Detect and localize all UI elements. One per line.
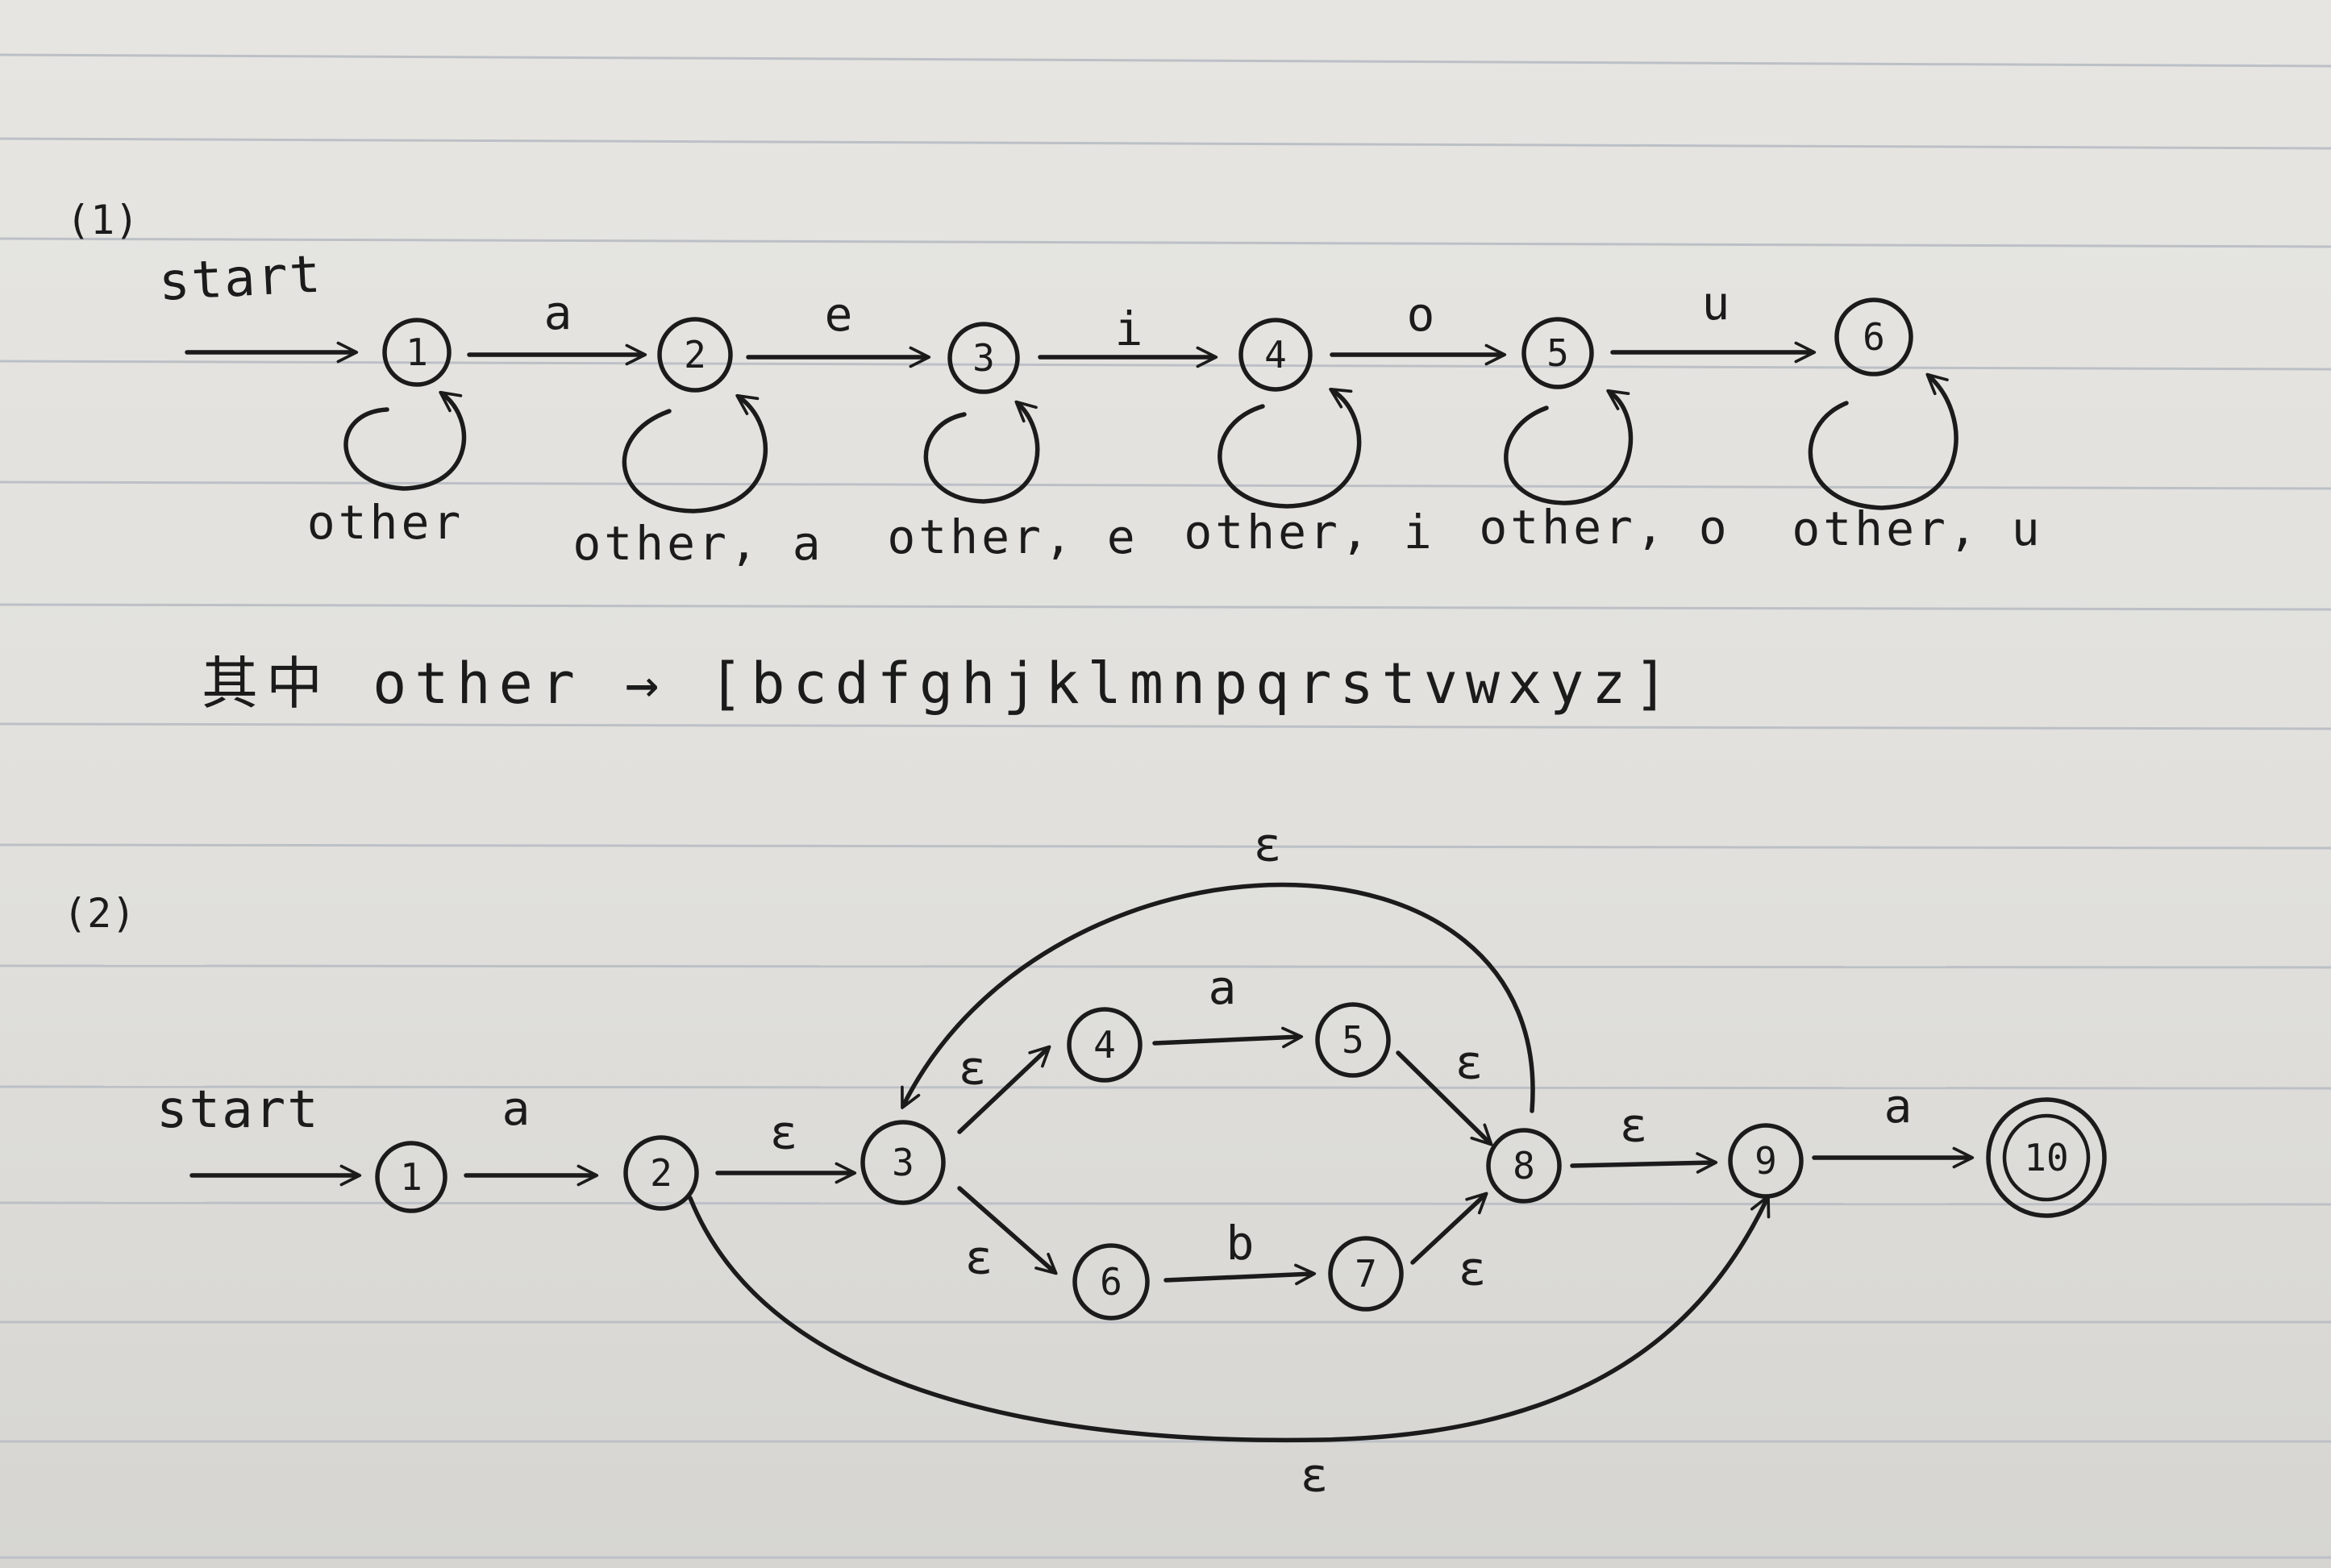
- part1-state-4-label: 4: [1264, 333, 1287, 376]
- part2-edge-4-5: [1152, 1026, 1304, 1049]
- part2-state-5: 5: [1315, 1002, 1391, 1078]
- part2-state-1: 1: [375, 1141, 447, 1213]
- part2-state-1-label: 1: [400, 1155, 422, 1199]
- part1-loop-label-3: other, e: [887, 509, 1138, 564]
- part1-edge-label-o: o: [1407, 287, 1435, 342]
- part2-label: (2): [63, 890, 135, 937]
- part2-state-8: 8: [1486, 1128, 1562, 1204]
- part1-loop-label-4: other, i: [1184, 505, 1434, 559]
- part1-state-5-label: 5: [1546, 331, 1569, 375]
- part2-edge-2-9: [688, 1195, 1771, 1443]
- part1-label: (1): [66, 197, 139, 243]
- part1-edge-label-e: e: [825, 287, 853, 342]
- part2-state-3-label: 3: [892, 1141, 914, 1184]
- part1-loop-label-2: other, a: [572, 516, 823, 571]
- part2-edge-label-5-8: ε: [1455, 1035, 1484, 1090]
- part1-state-1-label: 1: [406, 331, 428, 374]
- part1-state-4: 4: [1238, 318, 1313, 392]
- part2-state-9-label: 9: [1754, 1139, 1777, 1183]
- part1-other-note: 其中 other → [bcdfghjklmnpqrstvwxyz]: [202, 651, 1676, 717]
- part1-edge-label-u: u: [1702, 276, 1730, 331]
- part2-edge-label-3-4: ε: [959, 1041, 987, 1096]
- part2-state-2-label: 2: [650, 1151, 672, 1195]
- part1-state-1: 1: [382, 318, 452, 387]
- part1-edge-label-i: i: [1115, 302, 1143, 356]
- part2-edge-label-2-3: ε: [770, 1105, 798, 1160]
- part2-state-4: 4: [1067, 1007, 1143, 1083]
- part1-loop-3: [923, 400, 1040, 504]
- part2-state-7-label: 7: [1355, 1252, 1377, 1296]
- part2-state-8-label: 8: [1513, 1144, 1535, 1187]
- part2-edge-label-8-3: ε: [1254, 817, 1282, 872]
- part2-edge-label-8-9: ε: [1620, 1098, 1648, 1153]
- part2-edge-5-8: [1396, 1050, 1493, 1146]
- part1-state-6: 6: [1834, 297, 1913, 376]
- part1-state-3-label: 3: [972, 336, 995, 380]
- part2-state-2: 2: [623, 1135, 699, 1211]
- part1-loop-label-1: other: [307, 495, 464, 550]
- part1-state-2: 2: [657, 317, 733, 393]
- part1-state-5: 5: [1521, 317, 1594, 389]
- part1-loop-6: [1808, 372, 1958, 510]
- part1-loop-1: [343, 390, 467, 491]
- part1-loop-label-6: other, u: [1792, 501, 2042, 556]
- part1-state-3: 3: [947, 322, 1020, 394]
- part2-edge-3-6: [957, 1186, 1058, 1275]
- part2-state-5-label: 5: [1342, 1018, 1364, 1062]
- part2-edge-label-9-10: a: [1884, 1079, 1913, 1133]
- part2-edge-8-3: [901, 882, 1535, 1113]
- ruled-lines: [0, 53, 2331, 1559]
- part2-state-10-accepting: 10: [1986, 1097, 2107, 1218]
- part1-edge-label-a: a: [544, 285, 572, 340]
- part2-edge-label-3-6: ε: [965, 1230, 993, 1285]
- part2-state-10-label: 10: [2024, 1136, 2068, 1179]
- part2-edge-label-2-9: ε: [1301, 1448, 1329, 1503]
- part2-state-3: 3: [860, 1120, 946, 1205]
- part2-state-7: 7: [1328, 1236, 1404, 1312]
- part2-state-4-label: 4: [1093, 1023, 1116, 1067]
- part2-edge-6-7: [1163, 1263, 1317, 1286]
- part2-start-label: start: [156, 1080, 320, 1140]
- part1-state-2-label: 2: [684, 333, 706, 376]
- part2-edge-8-9: [1570, 1152, 1718, 1174]
- part1-state-6-label: 6: [1863, 315, 1885, 359]
- part2-state-6: 6: [1072, 1243, 1150, 1321]
- part1-dfa: (1) start a e i o u other other, a other…: [66, 197, 2042, 717]
- part2-edge-7-8: [1410, 1192, 1488, 1265]
- part2-edge-label-1-2: a: [502, 1081, 531, 1136]
- part1-loop-4: [1218, 387, 1362, 509]
- part2-nfa: (2) start a ε ε a ε ε b ε ε a ε ε 1: [63, 817, 2107, 1503]
- part2-edge-3-4: [957, 1045, 1051, 1134]
- part2-state-9: 9: [1728, 1123, 1804, 1199]
- part1-loop-2: [622, 393, 768, 514]
- part2-edge-label-7-8: ε: [1459, 1242, 1487, 1296]
- part1-loop-label-5: other, o: [1479, 500, 1730, 555]
- part2-edge-label-6-7: b: [1226, 1216, 1255, 1271]
- part1-loop-5: [1504, 389, 1634, 505]
- part2-edge-label-4-5: a: [1209, 960, 1237, 1015]
- part1-start-label: start: [157, 244, 323, 313]
- part2-state-6-label: 6: [1100, 1260, 1122, 1304]
